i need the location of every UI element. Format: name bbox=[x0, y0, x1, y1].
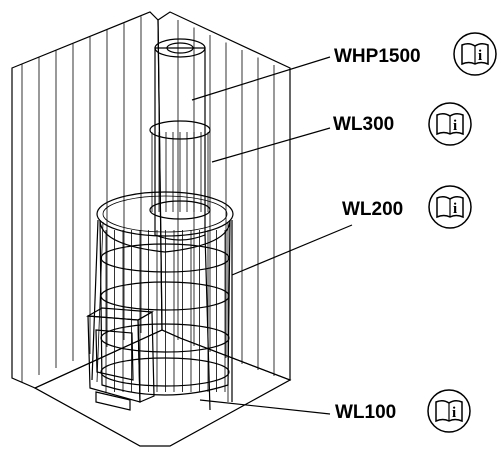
callout-wl200: WL200 i bbox=[342, 185, 472, 229]
leader-wl200 bbox=[231, 224, 353, 276]
callout-whp1500: WHP1500 i bbox=[334, 32, 497, 76]
firebox bbox=[86, 307, 155, 411]
railing-post-left-b bbox=[96, 221, 104, 383]
whp1500-chimney-pipe bbox=[154, 38, 206, 241]
firebox-top bbox=[86, 307, 154, 321]
firebox-glass bbox=[95, 329, 134, 381]
leader-wl300 bbox=[211, 127, 331, 163]
leader-wl100 bbox=[199, 399, 331, 415]
basket-band bbox=[100, 323, 230, 353]
leader-whp1500 bbox=[191, 56, 331, 101]
basket-band bbox=[100, 357, 230, 387]
basket-bars bbox=[105, 230, 226, 392]
firebox-side bbox=[137, 310, 155, 403]
callout-label-wl200: WL200 bbox=[342, 199, 403, 220]
railing-post-left bbox=[91, 219, 99, 381]
left-wall bbox=[11, 11, 163, 389]
heater-body bbox=[99, 219, 231, 396]
basket-band bbox=[100, 243, 230, 273]
wl200-safety-railing bbox=[91, 191, 234, 411]
basket-shell bbox=[99, 219, 231, 396]
wall-panel-lines bbox=[21, 16, 275, 382]
manual-info-icon[interactable]: i bbox=[427, 389, 471, 433]
svg-text:i: i bbox=[478, 48, 482, 64]
leader-lines bbox=[191, 56, 353, 415]
basket-bands bbox=[100, 243, 230, 387]
manual-info-icon[interactable]: i bbox=[428, 102, 472, 146]
manual-info-icon[interactable]: i bbox=[453, 32, 497, 76]
basket-band bbox=[100, 281, 230, 311]
floor-edge bbox=[34, 379, 291, 447]
svg-text:i: i bbox=[453, 118, 457, 134]
ash-drawer bbox=[95, 391, 131, 411]
svg-text:i: i bbox=[452, 405, 456, 421]
chimney-pipe-body bbox=[154, 47, 206, 241]
railing-top-ring bbox=[96, 191, 234, 237]
chimney-pipe-top bbox=[154, 38, 206, 58]
wl300-chimney-railing bbox=[149, 120, 211, 220]
callout-wl300: WL300 i bbox=[333, 102, 472, 146]
railing-top-ring-inner bbox=[102, 195, 228, 233]
callout-wl100: WL100 i bbox=[335, 389, 471, 433]
callout-label-wl300: WL300 bbox=[333, 114, 394, 135]
callout-label-wl100: WL100 bbox=[335, 402, 396, 423]
chimney-pipe-opening bbox=[166, 42, 194, 54]
railing-post-front bbox=[204, 233, 211, 411]
manual-info-icon[interactable]: i bbox=[428, 185, 472, 229]
wl300-bars bbox=[151, 132, 209, 212]
svg-text:i: i bbox=[453, 201, 457, 217]
corner-walls bbox=[11, 11, 291, 389]
callout-label-whp1500: WHP1500 bbox=[334, 46, 421, 67]
